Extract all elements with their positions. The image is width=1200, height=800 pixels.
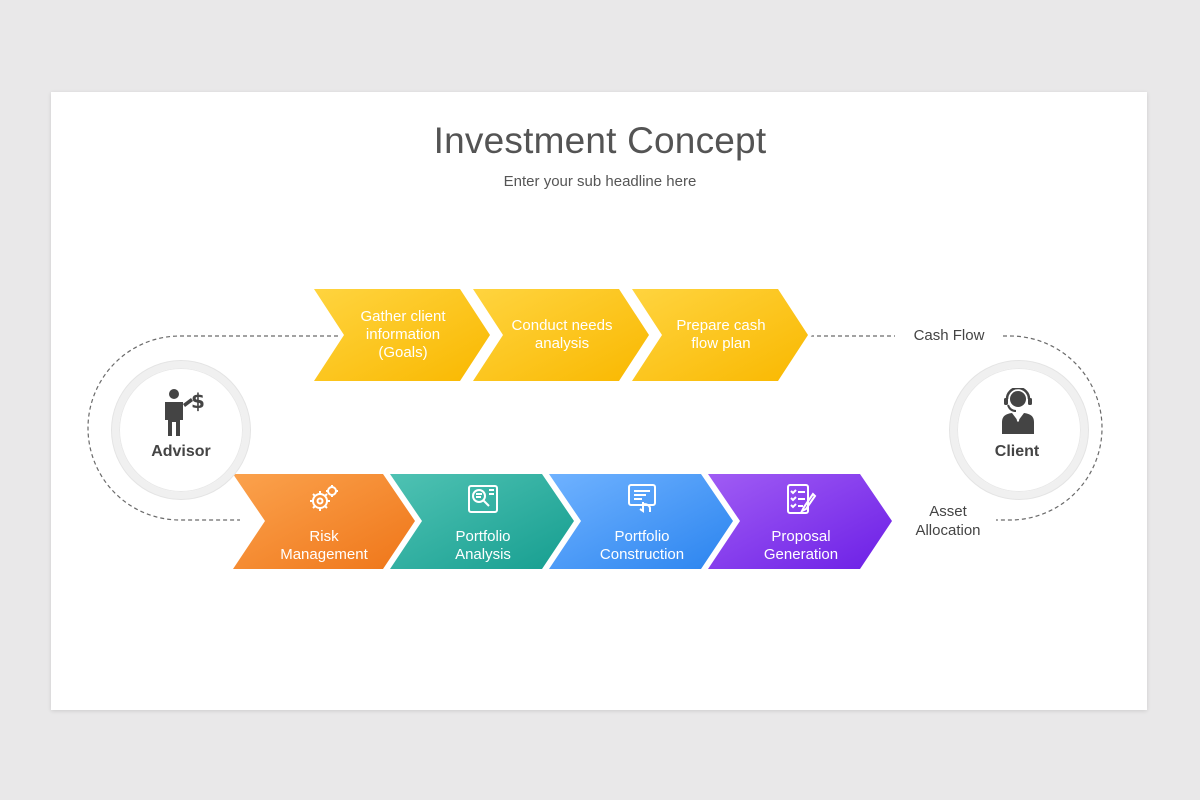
left-loop-connector <box>87 335 338 521</box>
bottom-chevron-3 <box>549 474 733 569</box>
step-needs-analysis-label: Conduct needs analysis <box>511 317 613 352</box>
step-risk-management-label: Risk Management <box>280 528 368 563</box>
step-proposal-generation-label: Proposal Generation <box>763 528 839 563</box>
svg-text:$: $ <box>191 389 204 413</box>
step-portfolio-construction-label: Portfolio Construction <box>599 528 685 563</box>
page-title: Investment Concept <box>433 120 767 161</box>
step-cash-flow-plan-label: Prepare cash flow plan <box>676 317 766 352</box>
tablet-touch-icon <box>625 482 659 516</box>
gears-icon <box>307 482 341 516</box>
analysis-magnifier-icon <box>466 482 500 516</box>
step-portfolio-analysis-label: Portfolio Analysis <box>455 528 511 563</box>
step-gather-info-label: Gather client information (Goals) <box>360 308 446 361</box>
top-chevron-2 <box>469 287 653 383</box>
client-headset-icon <box>998 386 1038 443</box>
advisor-node <box>112 361 250 499</box>
bottom-chevron-2 <box>390 474 574 569</box>
right-loop-connector <box>996 335 1103 521</box>
asset-allocation-label: Asset Allocation <box>900 502 996 540</box>
advisor-dollar-icon: $ <box>160 388 205 443</box>
checklist-pencil-icon <box>783 482 817 516</box>
page-subtitle: Enter your sub headline here <box>503 173 697 190</box>
bottom-chevron-4 <box>708 474 892 569</box>
cash-flow-label: Cash Flow <box>897 326 1001 345</box>
client-label: Client <box>994 443 1040 460</box>
bottom-chevron-1 <box>233 474 415 569</box>
advisor-label: Advisor <box>151 443 211 460</box>
top-chevron-1 <box>310 287 494 383</box>
top-chevron-3 <box>628 287 812 383</box>
